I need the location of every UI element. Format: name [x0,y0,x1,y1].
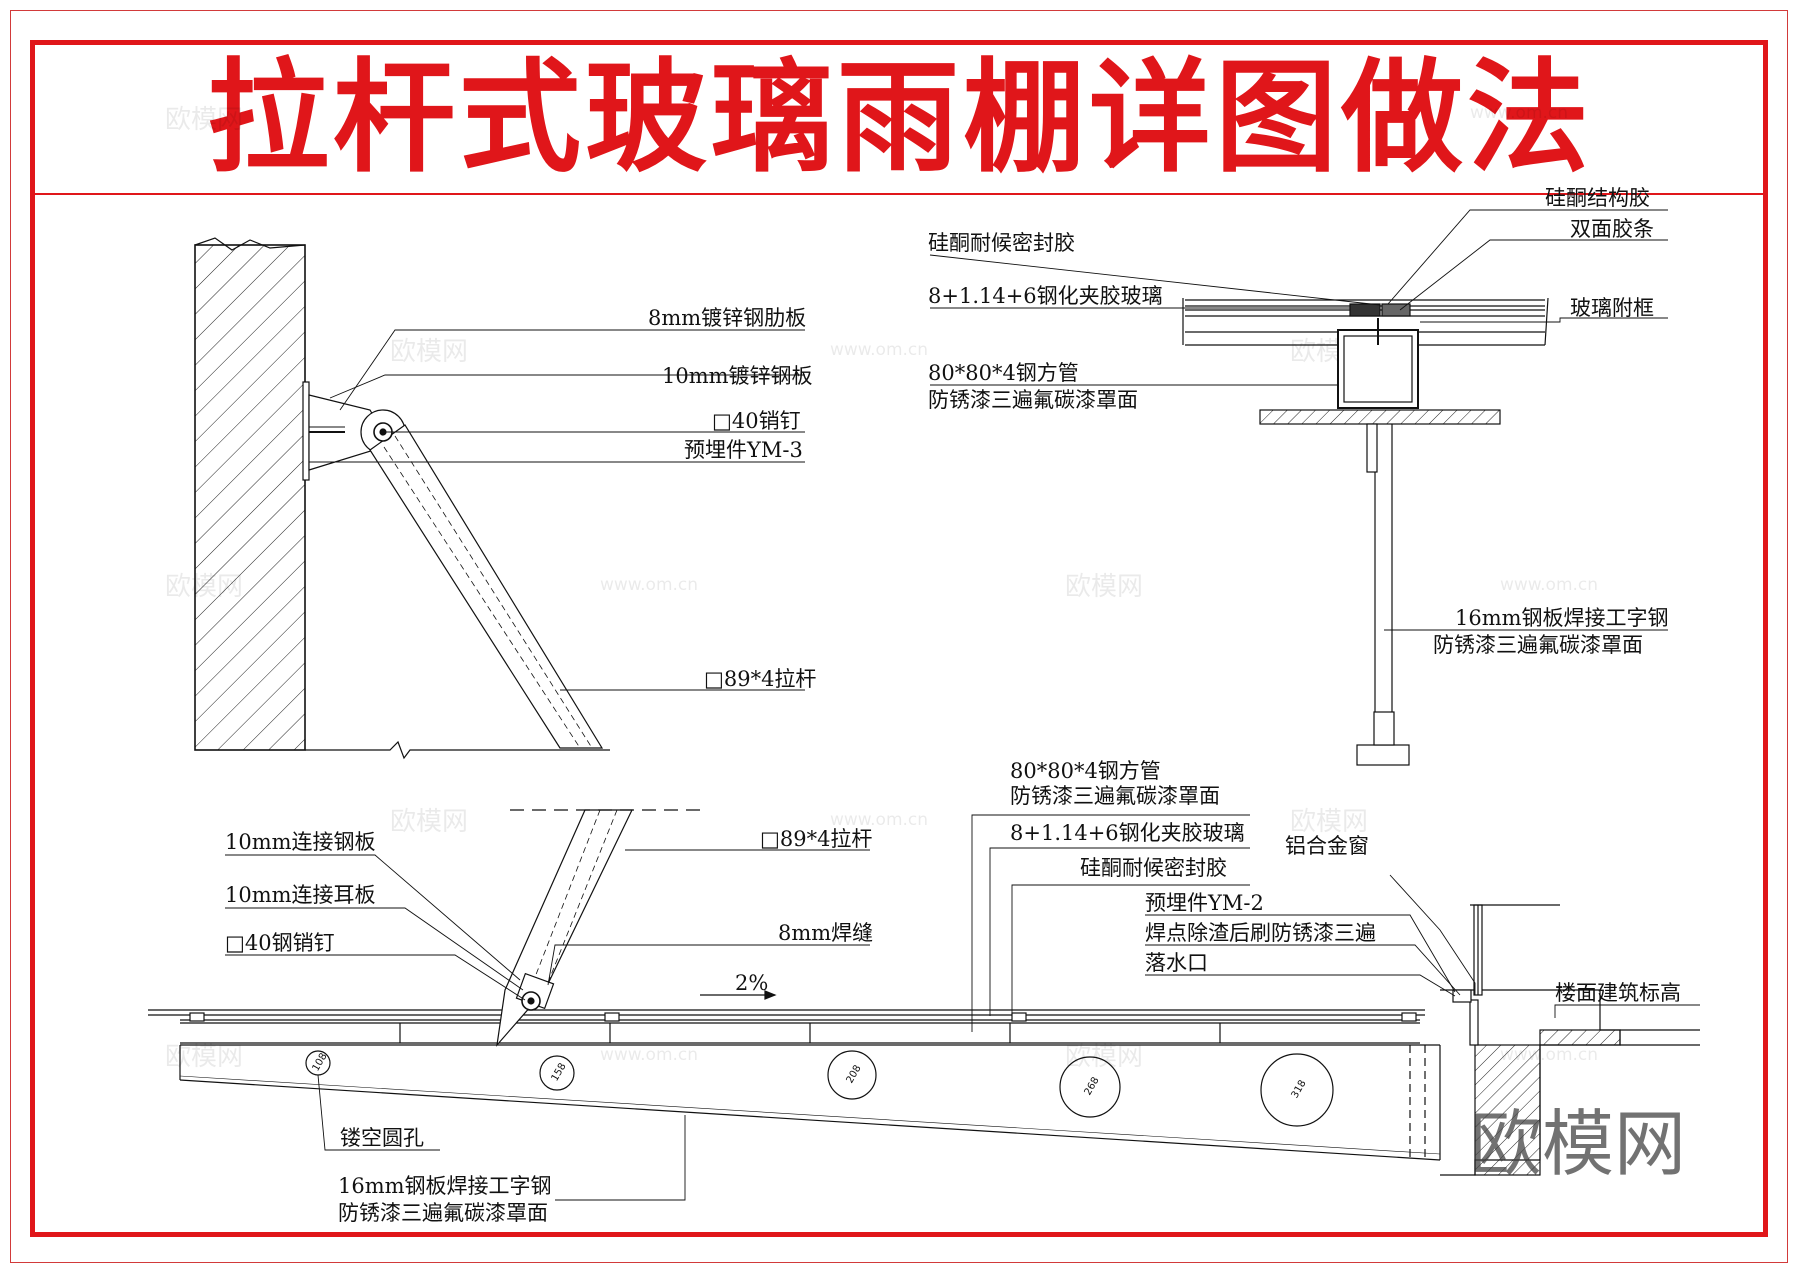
label-structural-silicone: 硅酮结构胶 [1545,186,1650,210]
hole-diameter-label: 318 [1290,1078,1309,1100]
label-weather-silicone: 硅酮耐候密封胶 [928,231,1075,255]
label-c-pin: □40钢销钉 [225,931,335,955]
label-c-drain: 落水口 [1145,951,1208,975]
label-square-tube-coating: 防锈漆三遍氟碳漆罩面 [928,388,1138,412]
label-steel-plate: 10mm镀锌钢板 [662,364,813,388]
hole-diameter-label: 158 [550,1061,569,1083]
watermark-url: www.om.cn [1500,575,1598,595]
embed-plate [302,381,310,481]
label-i-beam-coating: 防锈漆三遍氟碳漆罩面 [1433,633,1643,657]
watermark: 欧模网 [1065,1042,1143,1072]
drain-outlet [1452,989,1472,1003]
base-plate [1259,409,1501,425]
detail-canopy-section [148,809,1700,1201]
label-c-weld: 8mm焊缝 [778,921,873,945]
label-c-glass: 8+1.14+6钢化夹胶玻璃 [1010,821,1245,845]
watermark: 欧模网 [390,337,468,367]
watermark-url: www.om.cn [830,340,928,360]
concrete-wall [194,244,306,751]
hollow-hole [1260,1053,1334,1127]
hole-diameter-label: 208 [845,1063,864,1085]
label-c-slope: 2% [735,971,768,995]
title-block-frame [30,40,1768,1237]
watermark: 欧模网 [165,1042,243,1072]
hollow-hole [539,1055,575,1091]
label-c-i-beam: 16mm钢板焊接工字钢 [338,1174,552,1198]
label-c-weld-note: 焊点除渣后刷防锈漆三遍 [1145,921,1376,945]
label-embed: 预埋件YM-3 [684,438,803,462]
outer-frame [10,10,1788,1263]
label-rod: □89*4拉杆 [704,667,816,691]
i-beam-flange [1356,744,1410,766]
watermarks: 欧模网 欧模网 欧模网 欧模网 欧模网 欧模网 欧模网 欧模网 欧模网 www.… [165,103,1598,1072]
label-c-tube-coating: 防锈漆三遍氟碳漆罩面 [1010,784,1220,808]
brand-logo: 欧模网 [1470,1102,1687,1186]
label-c-tube: 80*80*4钢方管 [1010,759,1161,783]
watermark-url: www.om.cn [600,1045,698,1065]
label-c-rod: □89*4拉杆 [760,827,872,851]
label-pin: □40销钉 [712,409,801,433]
detail-rod-anchor [194,237,805,760]
watermark-url: www.om.cn [600,575,698,595]
label-c-ear-plate: 10mm连接耳板 [225,883,376,907]
label-c-holes: 镂空圆孔 [340,1126,424,1150]
slab [1474,1044,1541,1176]
silicone-sealant [1349,303,1381,317]
label-c-i-beam-coating: 防锈漆三遍氟碳漆罩面 [338,1201,548,1225]
label-square-tube: 80*80*4钢方管 [928,361,1079,385]
label-glass: 8+1.14+6钢化夹胶玻璃 [928,284,1163,308]
hollow-hole [827,1050,877,1100]
label-double-tape: 双面胶条 [1570,217,1654,241]
label-c-embed: 预埋件YM-2 [1145,891,1264,915]
hollow-hole [1059,1056,1121,1118]
watermark-url: www.om.cn [830,810,928,830]
double-tape [1381,303,1411,317]
watermark: 欧模网 [165,105,243,135]
watermark: 欧模网 [1065,572,1143,602]
label-c-alu-window: 铝合金窗 [1285,834,1369,858]
label-c-connect-plate: 10mm连接钢板 [225,830,376,854]
title-divider [30,193,1768,195]
label-rib-plate: 8mm镀锌钢肋板 [648,306,806,330]
label-i-beam: 16mm钢板焊接工字钢 [1455,606,1669,630]
watermark-url: www.om.cn [1470,103,1568,123]
drawing-title: 拉杆式玻璃雨棚详图做法 [207,47,1593,189]
break-line [305,740,610,760]
tie-rod [369,424,604,749]
watermark: 欧模网 [390,807,468,837]
watermark: 欧模网 [1290,807,1368,837]
label-c-floor-level: 楼面建筑标高 [1555,981,1681,1005]
hole-diameter-label: 268 [1083,1075,1102,1097]
label-glass-frame: 玻璃附框 [1570,296,1654,320]
detail-glass-support [929,209,1668,766]
label-c-weather-silicone: 硅酮耐候密封胶 [1080,856,1227,880]
wall-break-line [194,237,306,251]
